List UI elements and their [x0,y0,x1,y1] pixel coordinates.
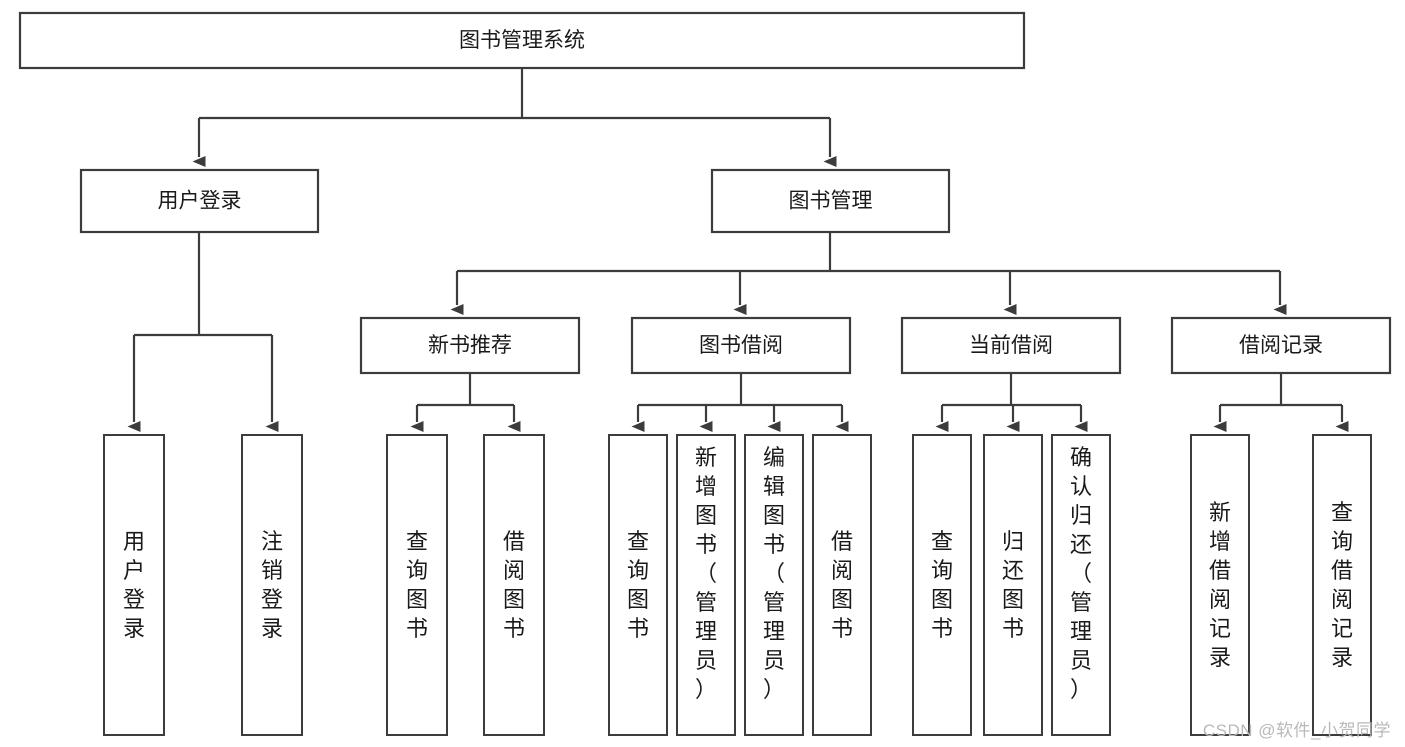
node-label-root: 图书管理系统 [459,29,585,52]
node-leaf-query-book-current[interactable]: 查询图书 [912,434,972,736]
node-leaf-user-login[interactable]: 用户登录 [103,434,165,736]
node-box-leaf-borrow-book [812,434,872,736]
connector-current-to-leaves [935,373,1088,432]
node-leaf-return-book[interactable]: 归还图书 [983,434,1043,736]
node-box-leaf-add-borrow-record [1190,434,1250,736]
node-label-leaf-query-borrow-record: 查询借阅记录 [1331,500,1353,670]
node-label-leaf-query-book-current: 查询图书 [931,529,953,641]
node-box-leaf-query-borrow-record [1312,434,1372,736]
node-box-leaf-edit-book [744,434,804,736]
node-label-borrow-record: 借阅记录 [1239,334,1323,357]
node-leaf-borrow-book-recommend[interactable]: 借阅图书 [483,434,545,736]
node-box-root [18,11,1026,70]
node-leaf-add-book[interactable]: 新增图书（管理员） [676,434,736,736]
node-leaf-query-book-recommend[interactable]: 查询图书 [386,434,448,736]
node-label-leaf-confirm-return: 确认归还（管理员） [1070,445,1092,702]
node-label-leaf-query-book-recommend: 查询图书 [406,529,428,641]
node-box-user-login [79,168,320,234]
node-label-book-management: 图书管理 [789,190,873,213]
connector-layer [127,68,1349,432]
node-box-book-management [710,168,951,234]
node-box-leaf-add-book [676,434,736,736]
node-box-leaf-user-login [103,434,165,736]
node-box-leaf-query-book-borrow [608,434,668,736]
node-box-leaf-return-book [983,434,1043,736]
node-book-borrow[interactable]: 图书借阅 [630,316,852,375]
node-leaf-logout[interactable]: 注销登录 [241,434,303,736]
node-label-book-borrow: 图书借阅 [699,334,783,357]
node-new-book-recommend[interactable]: 新书推荐 [359,316,581,375]
node-borrow-record[interactable]: 借阅记录 [1170,316,1392,375]
node-box-leaf-query-book-recommend [386,434,448,736]
connector-root-to-level2 [192,68,837,167]
node-current-borrow[interactable]: 当前借阅 [900,316,1122,375]
node-box-leaf-query-book-current [912,434,972,736]
node-leaf-add-borrow-record[interactable]: 新增借阅记录 [1190,434,1250,736]
node-label-leaf-borrow-book: 借阅图书 [831,529,853,641]
connector-user-login-to-leaves [127,232,279,432]
connector-recommend-to-leaves [410,373,521,432]
node-leaf-query-book-borrow[interactable]: 查询图书 [608,434,668,736]
node-root[interactable]: 图书管理系统 [18,11,1026,70]
node-leaf-query-borrow-record[interactable]: 查询借阅记录 [1312,434,1372,736]
node-label-current-borrow: 当前借阅 [969,334,1053,357]
node-label-user-login: 用户登录 [158,190,242,213]
node-label-leaf-edit-book: 编辑图书（管理员） [763,445,785,702]
node-user-login[interactable]: 用户登录 [79,168,320,234]
node-box-leaf-logout [241,434,303,736]
node-label-leaf-user-login: 用户登录 [123,529,145,641]
node-leaf-edit-book[interactable]: 编辑图书（管理员） [744,434,804,736]
node-box-current-borrow [900,316,1122,375]
node-label-new-book-recommend: 新书推荐 [428,334,512,357]
node-leaf-confirm-return[interactable]: 确认归还（管理员） [1051,434,1111,736]
connector-record-to-leaves [1213,373,1349,432]
node-label-leaf-return-book: 归还图书 [1002,529,1024,641]
node-label-leaf-add-borrow-record: 新增借阅记录 [1209,500,1231,670]
node-box-book-borrow [630,316,852,375]
node-label-leaf-logout: 注销登录 [261,529,283,641]
node-box-borrow-record [1170,316,1392,375]
node-label-leaf-add-book: 新增图书（管理员） [695,445,717,702]
node-book-management[interactable]: 图书管理 [710,168,951,234]
node-layer: 图书管理系统用户登录图书管理新书推荐图书借阅当前借阅借阅记录用户登录注销登录查询… [18,11,1392,736]
node-box-leaf-borrow-book-recommend [483,434,545,736]
node-leaf-borrow-book[interactable]: 借阅图书 [812,434,872,736]
node-box-new-book-recommend [359,316,581,375]
connector-borrow-to-leaves [631,373,849,432]
node-box-leaf-confirm-return [1051,434,1111,736]
node-label-leaf-borrow-book-recommend: 借阅图书 [503,529,525,641]
connector-book-mgmt-to-level3 [450,232,1287,315]
node-label-leaf-query-book-borrow: 查询图书 [627,529,649,641]
